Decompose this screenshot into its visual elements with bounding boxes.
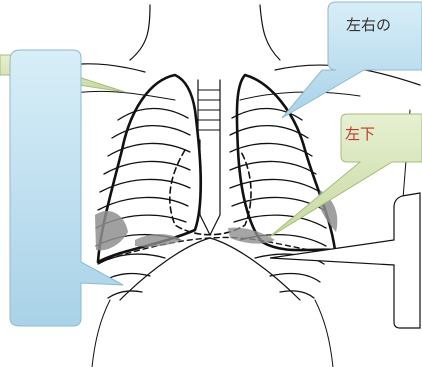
- trachea: [198, 80, 220, 140]
- right-costophrenic-shading: [95, 211, 128, 250]
- ribs-left: [96, 108, 190, 298]
- neck-right-line: [260, 5, 280, 60]
- callout-top-right-text: 左右の: [346, 18, 391, 33]
- callout-white-right: [270, 193, 420, 328]
- lower-torso-left: [92, 300, 110, 367]
- lower-torso-right: [315, 300, 333, 367]
- sternum: [200, 140, 220, 235]
- lower-shading-right: [228, 228, 275, 244]
- callout-green-right-text: 左下: [345, 127, 375, 142]
- neck-left-line: [130, 5, 150, 60]
- lower-shading-left: [135, 234, 182, 247]
